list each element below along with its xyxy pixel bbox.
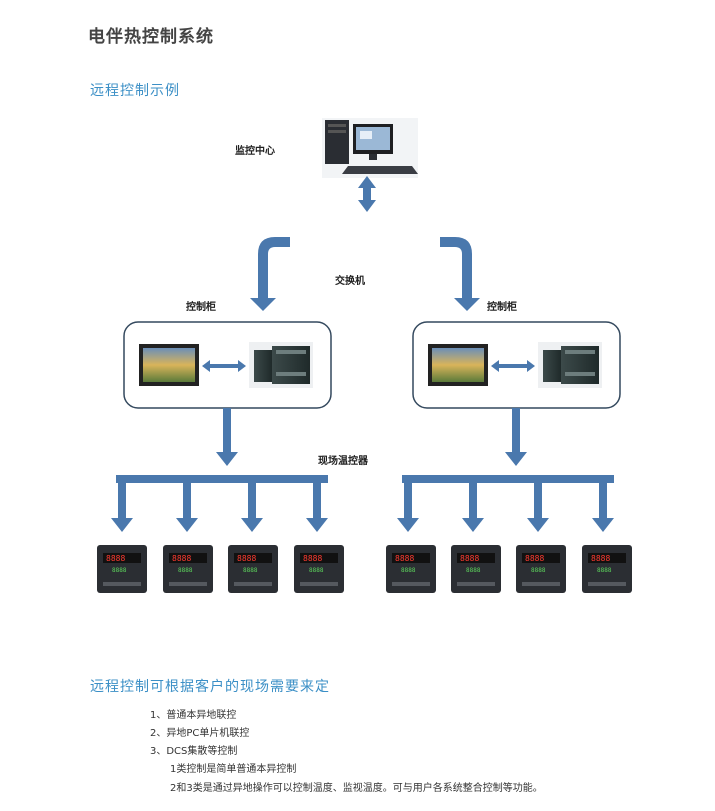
branch-arrows-left [111, 483, 328, 532]
temperature-controller-icon: 8888 8888 [228, 545, 278, 593]
computer-icon [322, 118, 418, 178]
svg-text:8888: 8888 [466, 567, 481, 574]
switch-label: 交换机 [335, 276, 365, 287]
bus-bar-left [116, 475, 328, 483]
svg-text:8888: 8888 [395, 554, 414, 563]
field-controller-label: 现场温控器 [318, 456, 368, 467]
note-text: 1类控制是简单普通本异控制 [170, 764, 297, 775]
double-arrow-icon [202, 360, 246, 372]
temperature-controller-icon: 8888 8888 [582, 545, 632, 593]
section-heading-remote: 远程控制可根据客户的现场需要来定 [90, 679, 330, 695]
svg-text:8888: 8888 [106, 554, 125, 563]
list-item: 2、异地PC单片机联控 [150, 728, 250, 739]
curved-arrow-right-icon [440, 237, 480, 311]
note-text: 2和3类是通过异地操作可以控制温度、监视温度。可与用户各系统整合控制等功能。 [170, 783, 543, 794]
page-title: 电伴热控制系统 [88, 27, 214, 47]
temperature-controller-icon: 8888 8888 [294, 545, 344, 593]
temperature-controller-icon: 8888 8888 [97, 545, 147, 593]
double-arrow-icon [491, 360, 535, 372]
cabinet-left-label: 控制柜 [186, 302, 216, 313]
svg-text:8888: 8888 [112, 567, 127, 574]
plc-module-icon [249, 342, 313, 388]
list-item: 1、普通本异地联控 [150, 710, 237, 721]
svg-text:8888: 8888 [172, 554, 191, 563]
svg-text:8888: 8888 [243, 567, 258, 574]
svg-text:8888: 8888 [303, 554, 322, 563]
svg-text:8888: 8888 [591, 554, 610, 563]
plc-module-icon [538, 342, 602, 388]
system-diagram: 8888 8888 8888 8888 8888 8888 8888 8888 … [97, 118, 632, 593]
svg-text:8888: 8888 [460, 554, 479, 563]
double-arrow-icon [358, 176, 376, 212]
cabinet-right-label: 控制柜 [487, 302, 517, 313]
bus-bar-right [402, 475, 614, 483]
down-arrow-icon [216, 408, 238, 466]
svg-text:8888: 8888 [401, 567, 416, 574]
temperature-controller-icon: 8888 8888 [516, 545, 566, 593]
touch-screen-icon [139, 344, 199, 386]
svg-text:8888: 8888 [525, 554, 544, 563]
section-heading-example: 远程控制示例 [90, 83, 180, 99]
down-arrow-icon [505, 408, 527, 466]
curved-arrow-left-icon [250, 237, 290, 311]
monitor-center-label: 监控中心 [235, 146, 275, 157]
svg-text:8888: 8888 [237, 554, 256, 563]
svg-text:8888: 8888 [178, 567, 193, 574]
temperature-controller-icon: 8888 8888 [163, 545, 213, 593]
svg-text:8888: 8888 [597, 567, 612, 574]
temperature-controller-icon: 8888 8888 [386, 545, 436, 593]
branch-arrows-right [397, 483, 614, 532]
svg-text:8888: 8888 [309, 567, 324, 574]
list-item: 3、DCS集散等控制 [150, 746, 238, 757]
svg-text:8888: 8888 [531, 567, 546, 574]
touch-screen-icon [428, 344, 488, 386]
temperature-controller-icon: 8888 8888 [451, 545, 501, 593]
